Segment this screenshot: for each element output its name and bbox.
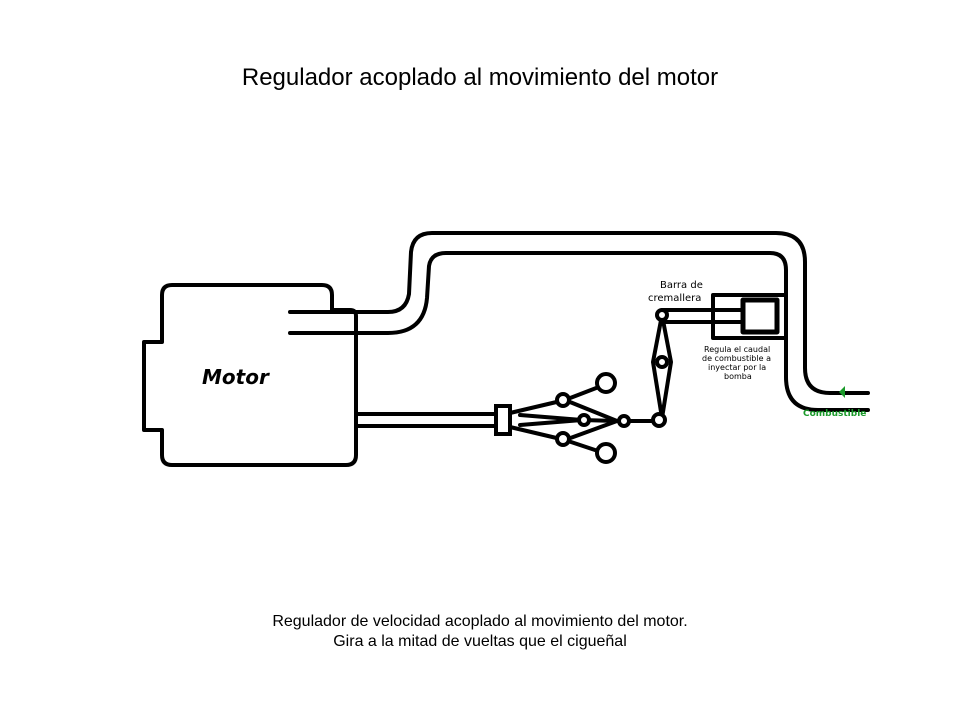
joint-middle <box>577 413 591 427</box>
motor-label: Motor <box>202 365 270 389</box>
caption-line2: Gira a la mitad de vueltas que el cigueñ… <box>333 633 627 650</box>
pump-note-line2: de combustible a <box>702 354 771 363</box>
return-pipe-outer <box>288 231 870 395</box>
joint-lower <box>555 431 571 447</box>
rack-label-line2: cremallera <box>648 293 701 304</box>
joint-link <box>617 414 631 428</box>
governor-collar <box>494 404 512 436</box>
caption: Regulador de velocidad acoplado al movim… <box>0 612 960 652</box>
flyweight-upper <box>595 372 617 394</box>
lever-pivot-bottom <box>651 412 667 428</box>
pump-note-line4: bomba <box>724 372 752 381</box>
page-title: Regulador acoplado al movimiento del mot… <box>241 64 719 91</box>
fuel-label: Combustible <box>803 409 866 419</box>
joint-upper <box>555 392 571 408</box>
lever-pivot-top <box>655 308 669 322</box>
fuel-arrow-icon <box>839 386 845 398</box>
caption-line1: Regulador de velocidad acoplado al movim… <box>272 613 688 630</box>
rack-label-line1: Barra de <box>660 280 703 291</box>
pump-note-line3: inyectar por la <box>708 363 766 372</box>
flyweight-lower <box>595 442 617 464</box>
pump-plunger <box>740 297 780 335</box>
return-pipe-inner <box>288 251 870 412</box>
lever-pivot-center <box>655 355 669 369</box>
motor-block <box>142 283 358 467</box>
pump-barrel <box>711 293 788 340</box>
pump-note-line1: Regula el caudal <box>704 345 770 354</box>
